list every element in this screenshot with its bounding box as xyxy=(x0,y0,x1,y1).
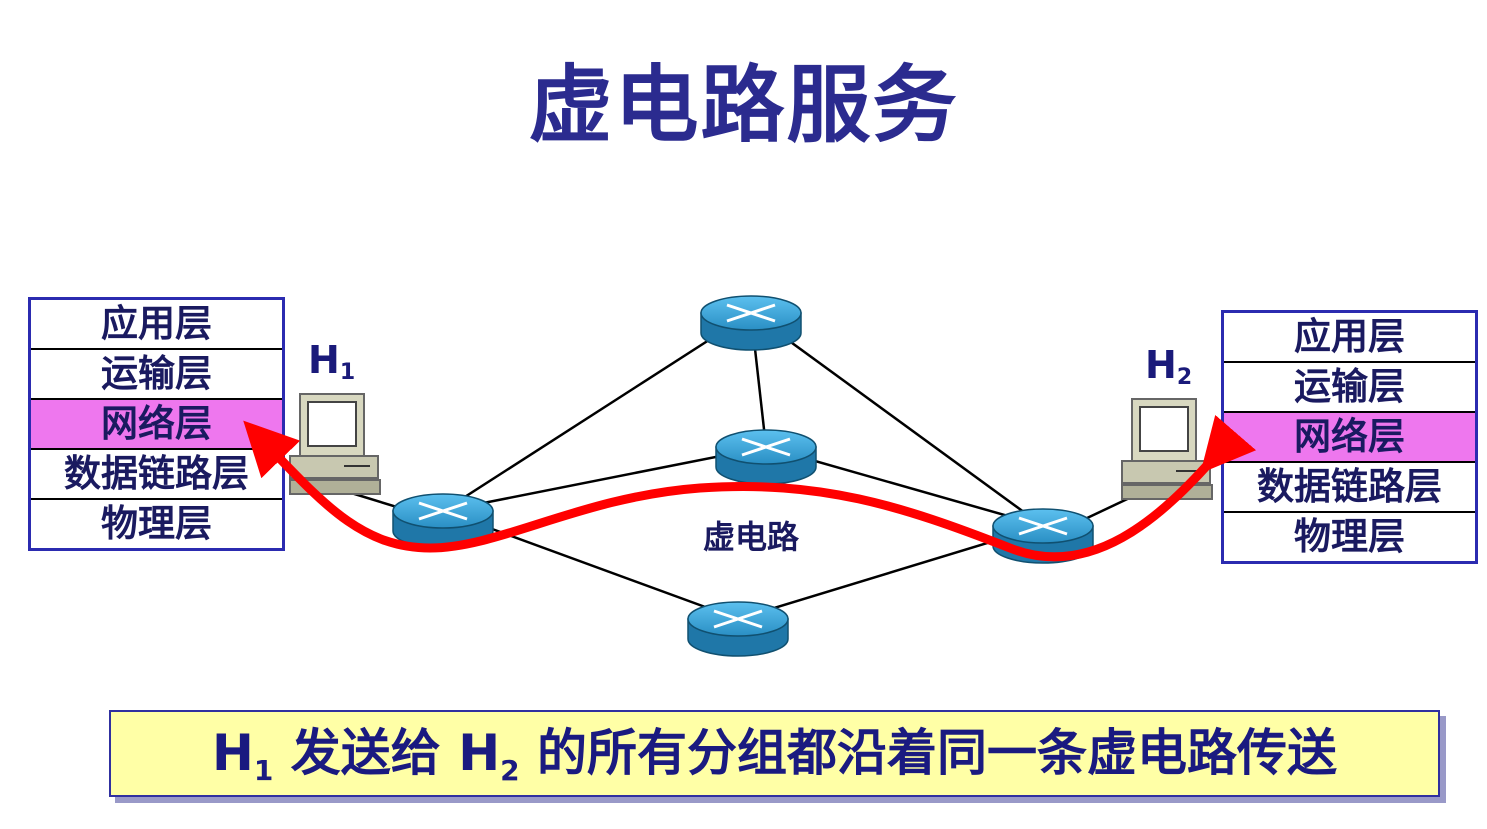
page-title: 虚电路服务 xyxy=(528,56,959,154)
layer-physical: 物理层 xyxy=(101,502,212,545)
layer-transport: 运输层 xyxy=(1224,363,1475,413)
layer-application: 应用层 xyxy=(31,300,282,350)
layer-network: 网络层 xyxy=(31,400,282,450)
layer-transport: 运输层 xyxy=(31,350,282,400)
router-icon xyxy=(687,601,789,657)
computer-icon xyxy=(1121,398,1213,500)
left-protocol-stack: 应用层 运输层 网络层 数据链路层 物理层 xyxy=(28,297,285,551)
router-icon xyxy=(392,493,494,549)
layer-network: 网络层 xyxy=(1224,413,1475,463)
virtual-circuit-path xyxy=(243,414,1257,562)
layer-data-link: 数据链路层 xyxy=(31,450,282,500)
link xyxy=(750,311,1044,528)
right-protocol-stack: 应用层 运输层 网络层 数据链路层 物理层 xyxy=(1221,310,1478,564)
layer-application: 应用层 xyxy=(1224,313,1475,363)
router-icon xyxy=(715,429,817,485)
layer-physical: 物理层 xyxy=(1294,515,1405,558)
layer-data-link: 数据链路层 xyxy=(1224,463,1475,513)
virtual-circuit-label: 虚电路 xyxy=(703,518,800,556)
caption-box: H1 发送给 H2 的所有分组都沿着同一条虚电路传送 xyxy=(109,710,1440,797)
router-icon xyxy=(700,295,802,351)
host1-label: H1 xyxy=(308,338,356,385)
host2-label: H2 xyxy=(1145,343,1193,390)
